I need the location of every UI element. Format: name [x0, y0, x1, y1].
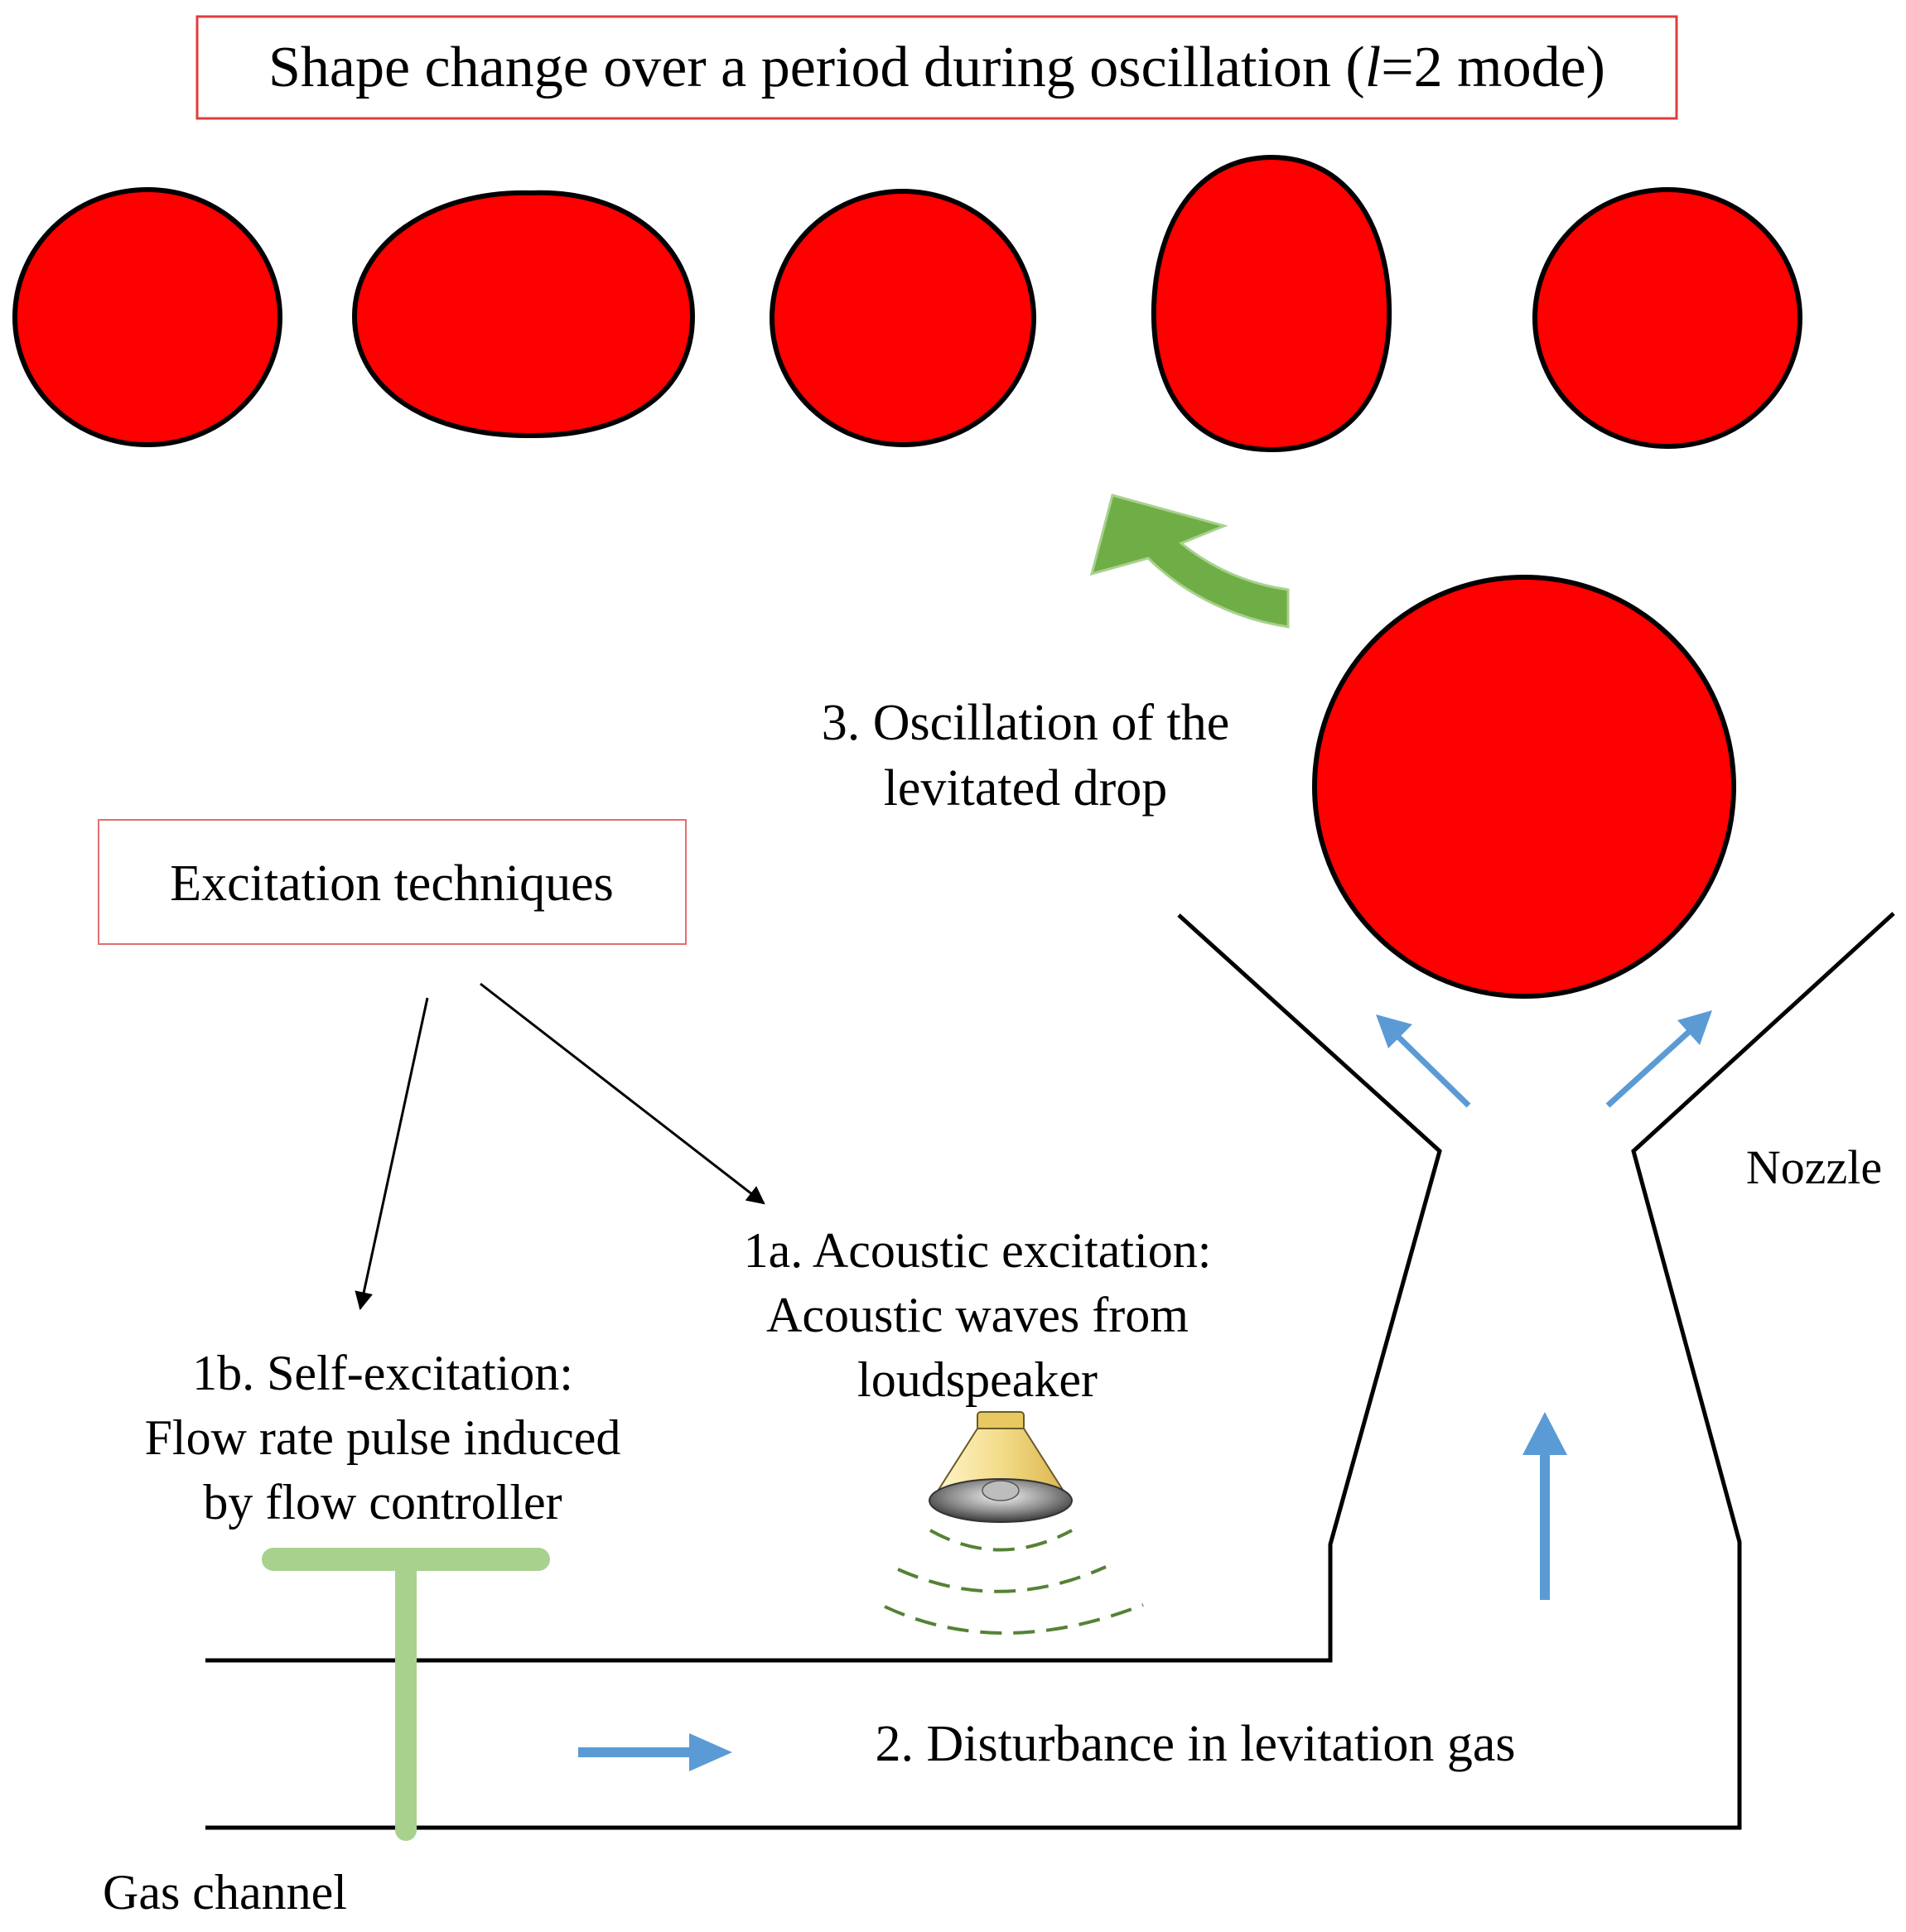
flow-controller — [262, 1548, 550, 1841]
sound-wave-1 — [929, 1529, 1073, 1552]
flow-arrowhead-right — [689, 1733, 732, 1771]
acoustic-label-line2: Acoustic waves from — [766, 1288, 1189, 1342]
flow-arrowhead-diagonal-left — [1376, 1014, 1412, 1048]
drop-shape-1-sphere — [12, 187, 282, 447]
drop-shape-row — [12, 154, 1802, 453]
drop-shape-5-sphere — [1532, 187, 1802, 449]
gas-channel-label: Gas channel — [103, 1865, 347, 1920]
oscillation-label-line2: levitated drop — [884, 760, 1168, 817]
levitated-drop — [1312, 575, 1736, 999]
flow-arrowhead-diagonal-right — [1677, 1010, 1712, 1045]
sound-wave-3 — [884, 1603, 1144, 1635]
loudspeaker-icon — [929, 1411, 1073, 1523]
title-box: Shape change over a period during oscill… — [195, 15, 1678, 120]
self-excitation-label-line1: 1b. Self-excitation: — [192, 1346, 573, 1400]
oscillation-label-line1: 3. Oscillation of the — [822, 695, 1229, 751]
excitation-techniques-label: Excitation techniques — [170, 855, 613, 912]
acoustic-label-line1: 1a. Acoustic excitation: — [744, 1223, 1212, 1278]
nozzle-right-wall — [205, 912, 1895, 1830]
sound-wave-2 — [897, 1565, 1107, 1593]
title-text: Shape change over a period during oscill… — [268, 36, 1605, 99]
drop-shape-3-sphere — [770, 189, 1036, 447]
drop-shape-2-oblate — [351, 190, 696, 439]
nozzle-left-wall — [205, 913, 1442, 1663]
sound-waves — [884, 1529, 1144, 1635]
arrow-to-acoustic-excitation — [480, 982, 765, 1205]
arrow-to-self-excitation — [355, 997, 429, 1311]
acoustic-label-line3: loudspeaker — [857, 1352, 1098, 1407]
nozzle-outline — [205, 912, 1895, 1830]
flow-arrow-diagonal-left — [1396, 1034, 1471, 1108]
green-curved-arrow — [1089, 494, 1290, 629]
flow-arrowhead-up — [1522, 1412, 1567, 1455]
self-excitation-label-line2: Flow rate pulse induced — [145, 1410, 621, 1465]
excitation-techniques-box: Excitation techniques — [98, 819, 687, 945]
nozzle-label: Nozzle — [1746, 1140, 1882, 1194]
disturbance-label: 2. Disturbance in levitation gas — [875, 1716, 1515, 1772]
self-excitation-label-line3: by flow controller — [203, 1475, 562, 1530]
flow-arrow-diagonal-right — [1605, 1029, 1692, 1108]
drop-shape-4-prolate — [1151, 154, 1392, 453]
flow-arrows — [578, 1010, 1712, 1771]
